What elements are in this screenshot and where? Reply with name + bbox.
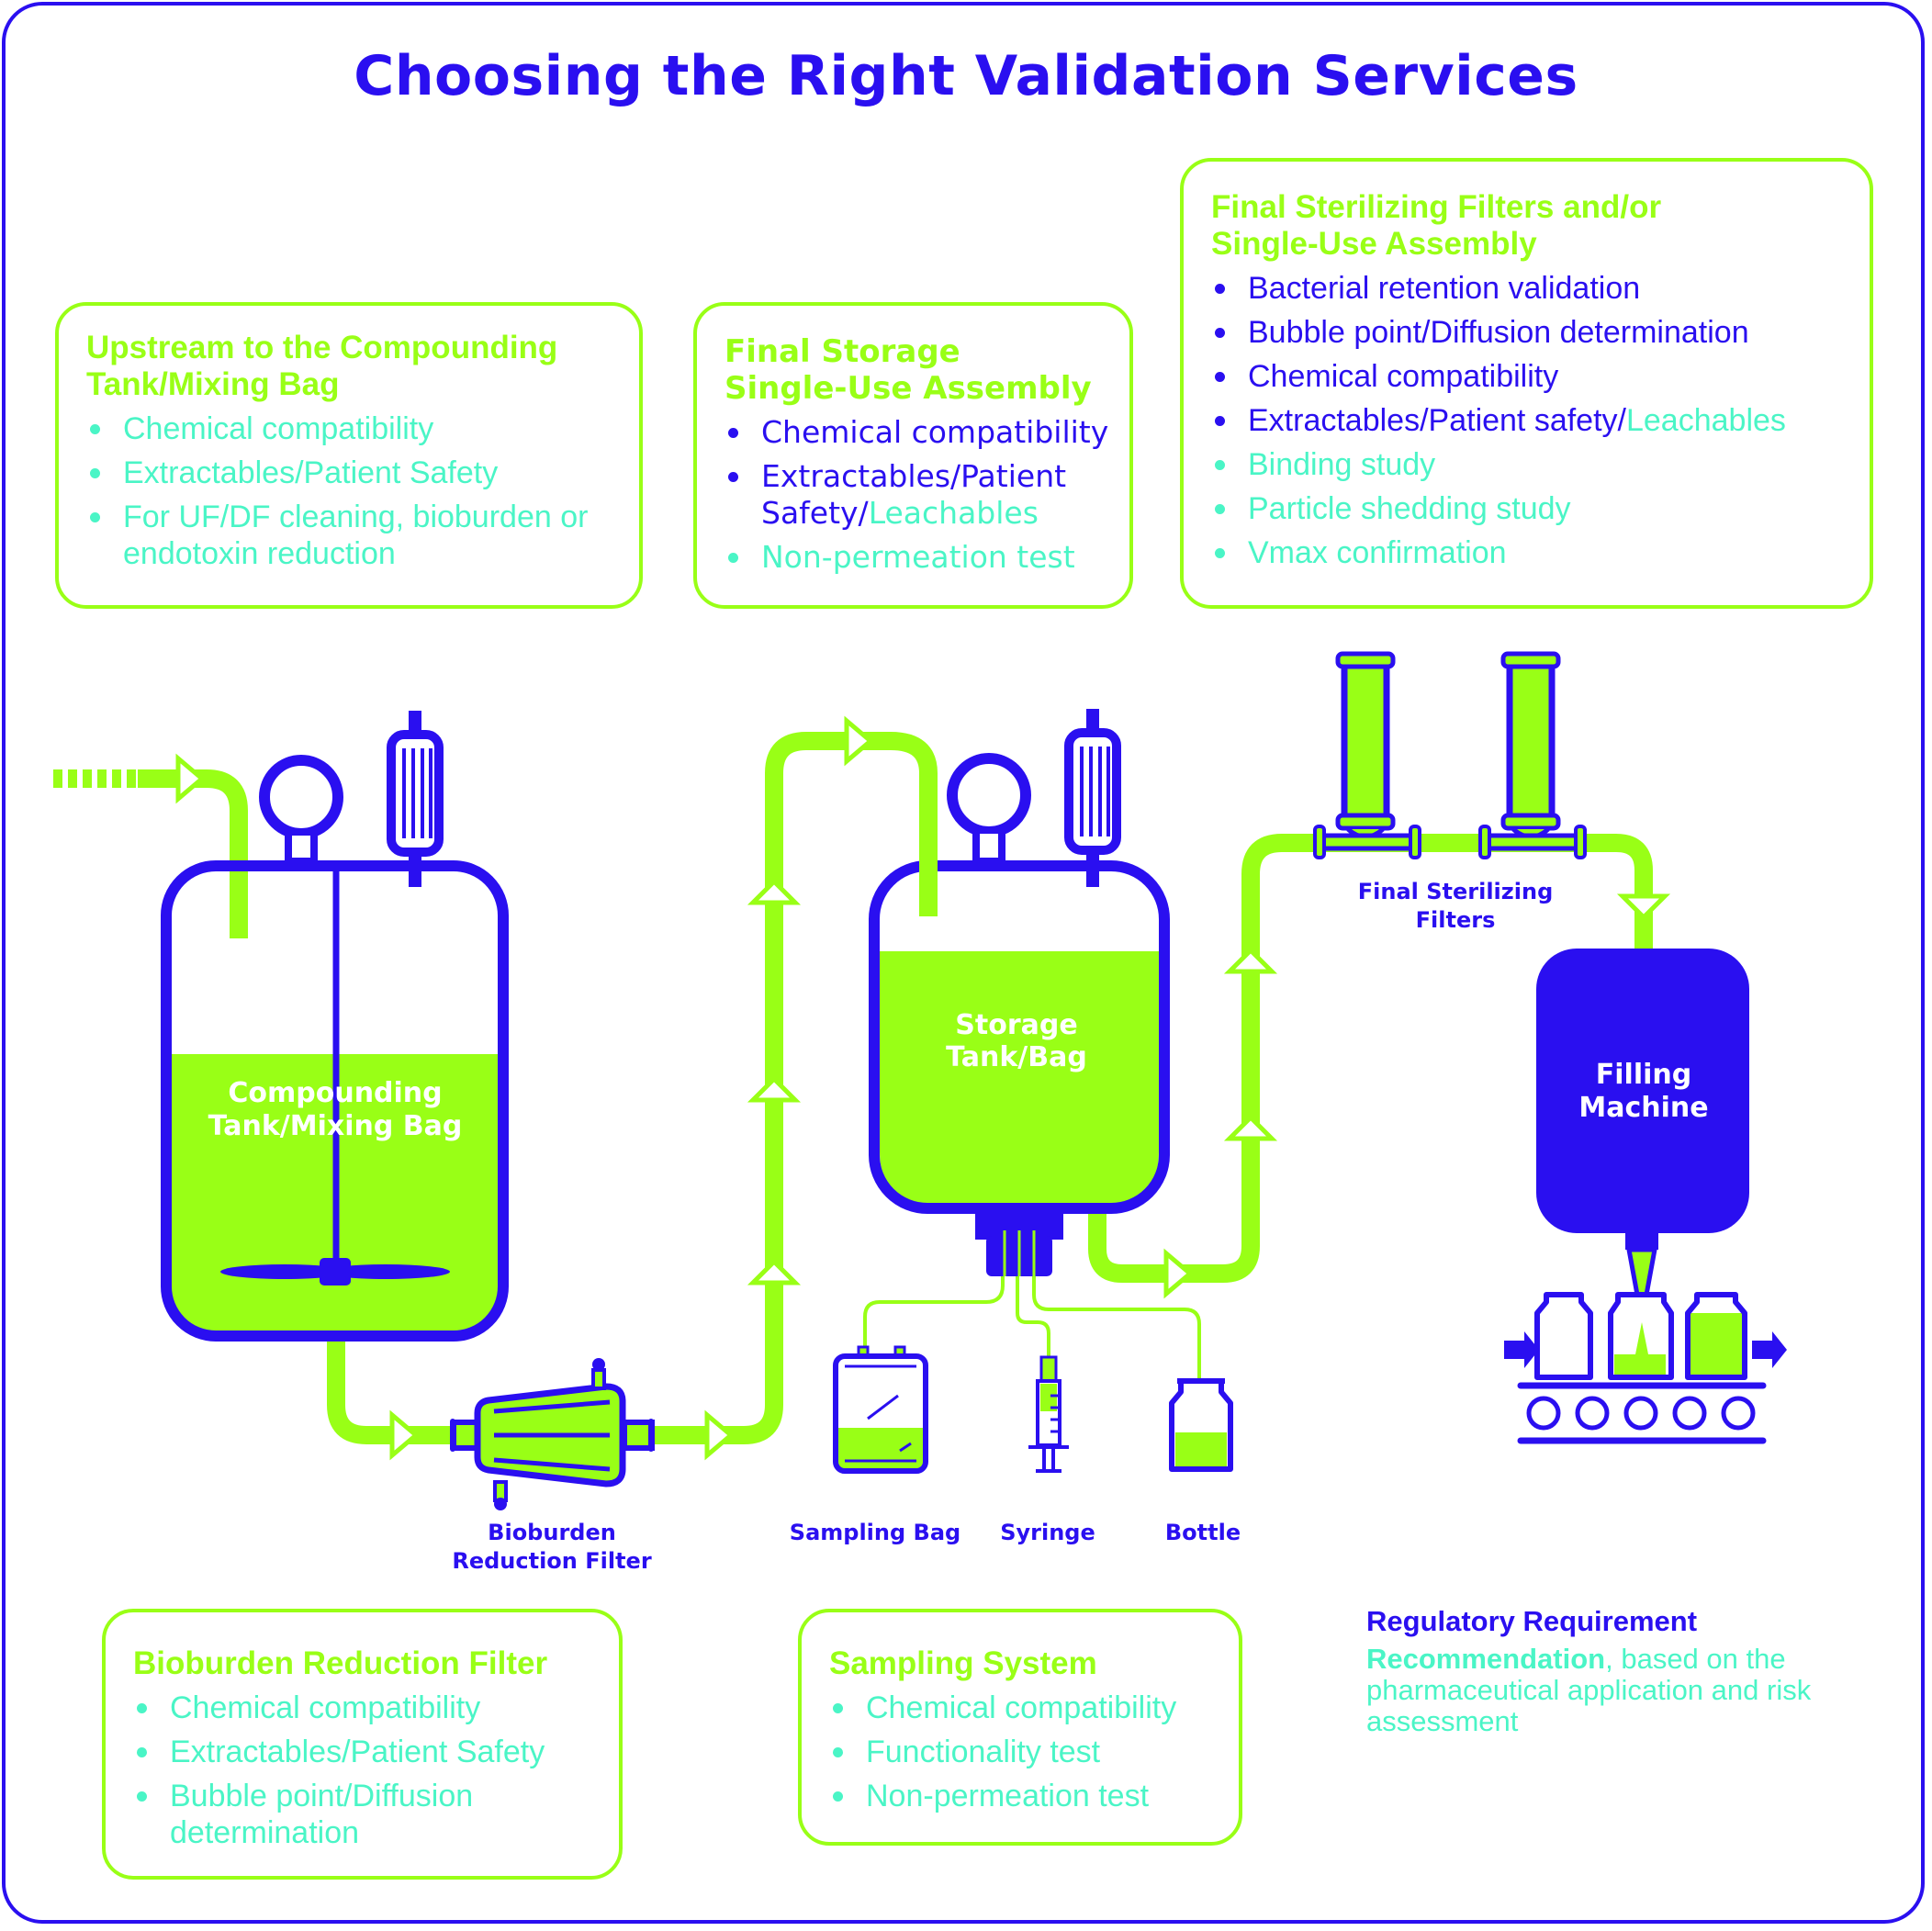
page-title: Choosing the Right Validation Services (354, 44, 1578, 108)
final-sterilizing-heading-line2: Single-Use Assembly (1211, 226, 1537, 262)
list-item: Binding study (1211, 446, 1870, 483)
final-storage-heading-line1: Final Storage (724, 333, 960, 370)
compounding-tank: Compounding Tank/Mixing Bag (161, 711, 509, 1342)
final-storage-heading: Final Storage Single-Use Assembly (724, 333, 1129, 407)
list-item: Chemical compatibility (829, 1690, 1239, 1726)
upstream-heading-line1: Upstream to the Compounding (86, 330, 558, 365)
bottle-label: Bottle (1165, 1520, 1241, 1545)
syringe-line (1016, 1276, 1050, 1357)
bioburden-box: Bioburden Reduction Filter Chemical comp… (102, 1609, 623, 1880)
filling-machine: Filling Machine (1536, 949, 1749, 1297)
compounding-tank-label-1: Compounding (228, 1077, 442, 1109)
sampling-bag-line (863, 1276, 1005, 1350)
vent-filter-icon (1064, 709, 1121, 887)
list-item: Bubble point/Diffusion determination (1211, 314, 1870, 351)
bioburden-outlet-pipe (643, 732, 938, 1444)
final-filters-label-2: Filters (1416, 907, 1496, 933)
pressure-gauge-icon (259, 755, 343, 865)
bioburden-filter-icon (450, 1358, 655, 1510)
list-item-suffix: Leachables (1625, 403, 1786, 438)
flow-arrow-icon (747, 1075, 802, 1103)
upstream-box: Upstream to the Compounding Tank/Mixing … (55, 302, 643, 609)
final-sterilizing-filter-icon (1478, 651, 1587, 859)
list-item: Extractables/Patient Safety/Leachables (724, 458, 1110, 532)
flow-arrow-icon (175, 753, 206, 804)
vent-filter-icon (387, 711, 444, 887)
bottle-icon (1169, 1378, 1233, 1472)
final-sterilizing-list: Bacterial retention validation Bubble po… (1211, 270, 1870, 571)
sampling-list: Chemical compatibility Functionality tes… (829, 1690, 1239, 1814)
list-item: Chemical compatibility (1211, 358, 1870, 395)
bioburden-filter-label-1: Bioburden (488, 1520, 616, 1545)
legend: Regulatory Requirement Recommendation, b… (1366, 1603, 1862, 1737)
compounding-tank-label-2: Tank/Mixing Bag (208, 1110, 463, 1142)
syringe-label: Syringe (1000, 1520, 1095, 1545)
flow-arrow-icon (389, 1409, 420, 1461)
pressure-gauge-icon (947, 753, 1031, 865)
list-item: Chemical compatibility (724, 414, 1129, 451)
filling-machine-label-2: Machine (1578, 1092, 1708, 1124)
storage-tank-label-2: Tank/Bag (946, 1041, 1087, 1073)
upstream-heading-line2: Tank/Mixing Bag (86, 366, 340, 402)
flow-arrow-icon (747, 1258, 802, 1285)
legend-requirement: Regulatory Requirement (1366, 1605, 1698, 1637)
sampling-heading: Sampling System (829, 1645, 1097, 1681)
final-sterilizing-box: Final Sterilizing Filters and/or Single-… (1180, 158, 1873, 609)
legend-recommendation-bold: Recommendation (1366, 1643, 1606, 1675)
upstream-heading: Upstream to the Compounding Tank/Mixing … (86, 330, 639, 403)
final-sterilizing-filter-icon (1313, 651, 1421, 859)
list-item: Chemical compatibility (86, 410, 639, 447)
bottle-line (1032, 1276, 1201, 1379)
flow-arrow-icon (1223, 947, 1278, 974)
list-item-text: Extractables/Patient Safety/ (761, 458, 1067, 531)
final-sterilizing-heading: Final Sterilizing Filters and/or Single-… (1211, 189, 1870, 263)
bioburden-heading: Bioburden Reduction Filter (133, 1645, 548, 1681)
bioburden-filter-label-2: Reduction Filter (452, 1548, 651, 1574)
final-sterilizing-heading-line1: Final Sterilizing Filters and/or (1211, 189, 1662, 225)
list-item: For UF/DF cleaning, bioburden or endotox… (86, 499, 601, 572)
list-item-suffix: Leachables (868, 495, 1039, 531)
list-item: Vmax confirmation (1211, 534, 1870, 571)
list-item: Bubble point/Diffusion determination (133, 1778, 537, 1851)
final-filters-label-1: Final Sterilizing (1358, 879, 1554, 904)
list-item: Non-permeation test (829, 1778, 1239, 1814)
list-item: Functionality test (829, 1734, 1239, 1770)
final-storage-list: Chemical compatibility Extractables/Pati… (724, 414, 1129, 576)
syringe-icon (1028, 1355, 1069, 1473)
flow-arrow-icon (1616, 893, 1671, 921)
final-storage-box: Final Storage Single-Use Assembly Chemic… (693, 302, 1133, 609)
list-item: Extractables/Patient Safety (133, 1734, 619, 1770)
final-storage-heading-line2: Single-Use Assembly (724, 370, 1092, 407)
filling-machine-label-1: Filling (1596, 1059, 1691, 1091)
flow-arrow-icon (1163, 1248, 1194, 1299)
list-item: Particle shedding study (1211, 490, 1870, 527)
sampling-box: Sampling System Chemical compatibility F… (798, 1609, 1242, 1846)
legend-recommendation-rest: , based on the pharmaceutical applicatio… (1366, 1643, 1812, 1737)
flow-arrow-icon (704, 1409, 735, 1461)
flow-arrow-icon (1223, 1114, 1278, 1141)
bioburden-list: Chemical compatibility Extractables/Pati… (133, 1690, 619, 1851)
list-item: Extractables/Patient safety/Leachables (1211, 402, 1870, 439)
storage-tank: Storage Tank/Bag (869, 709, 1170, 1276)
sampling-bag-label: Sampling Bag (790, 1520, 960, 1545)
inlet-pipe (138, 769, 248, 938)
storage-tank-label-1: Storage (955, 1009, 1077, 1041)
storage-outlet-pipe (1088, 834, 1653, 1283)
conveyor (1504, 1292, 1787, 1444)
compounding-outlet-pipe (327, 1341, 459, 1444)
flow-arrow-icon (747, 878, 802, 905)
list-item: Non-permeation test (724, 539, 1129, 576)
list-item-text: Extractables/Patient safety/ (1248, 403, 1626, 438)
list-item: Bacterial retention validation (1211, 270, 1870, 307)
sampling-bag-icon (833, 1345, 928, 1474)
upstream-list: Chemical compatibility Extractables/Pati… (86, 410, 639, 572)
conveyor-arrow-icon (1752, 1331, 1787, 1368)
list-item: Extractables/Patient Safety (86, 455, 639, 491)
legend-recommendation: Recommendation, based on the pharmaceuti… (1366, 1644, 1862, 1737)
conveyor-arrow-icon (1504, 1331, 1539, 1368)
flow-arrow-icon (844, 715, 874, 767)
list-item: Chemical compatibility (133, 1690, 619, 1726)
